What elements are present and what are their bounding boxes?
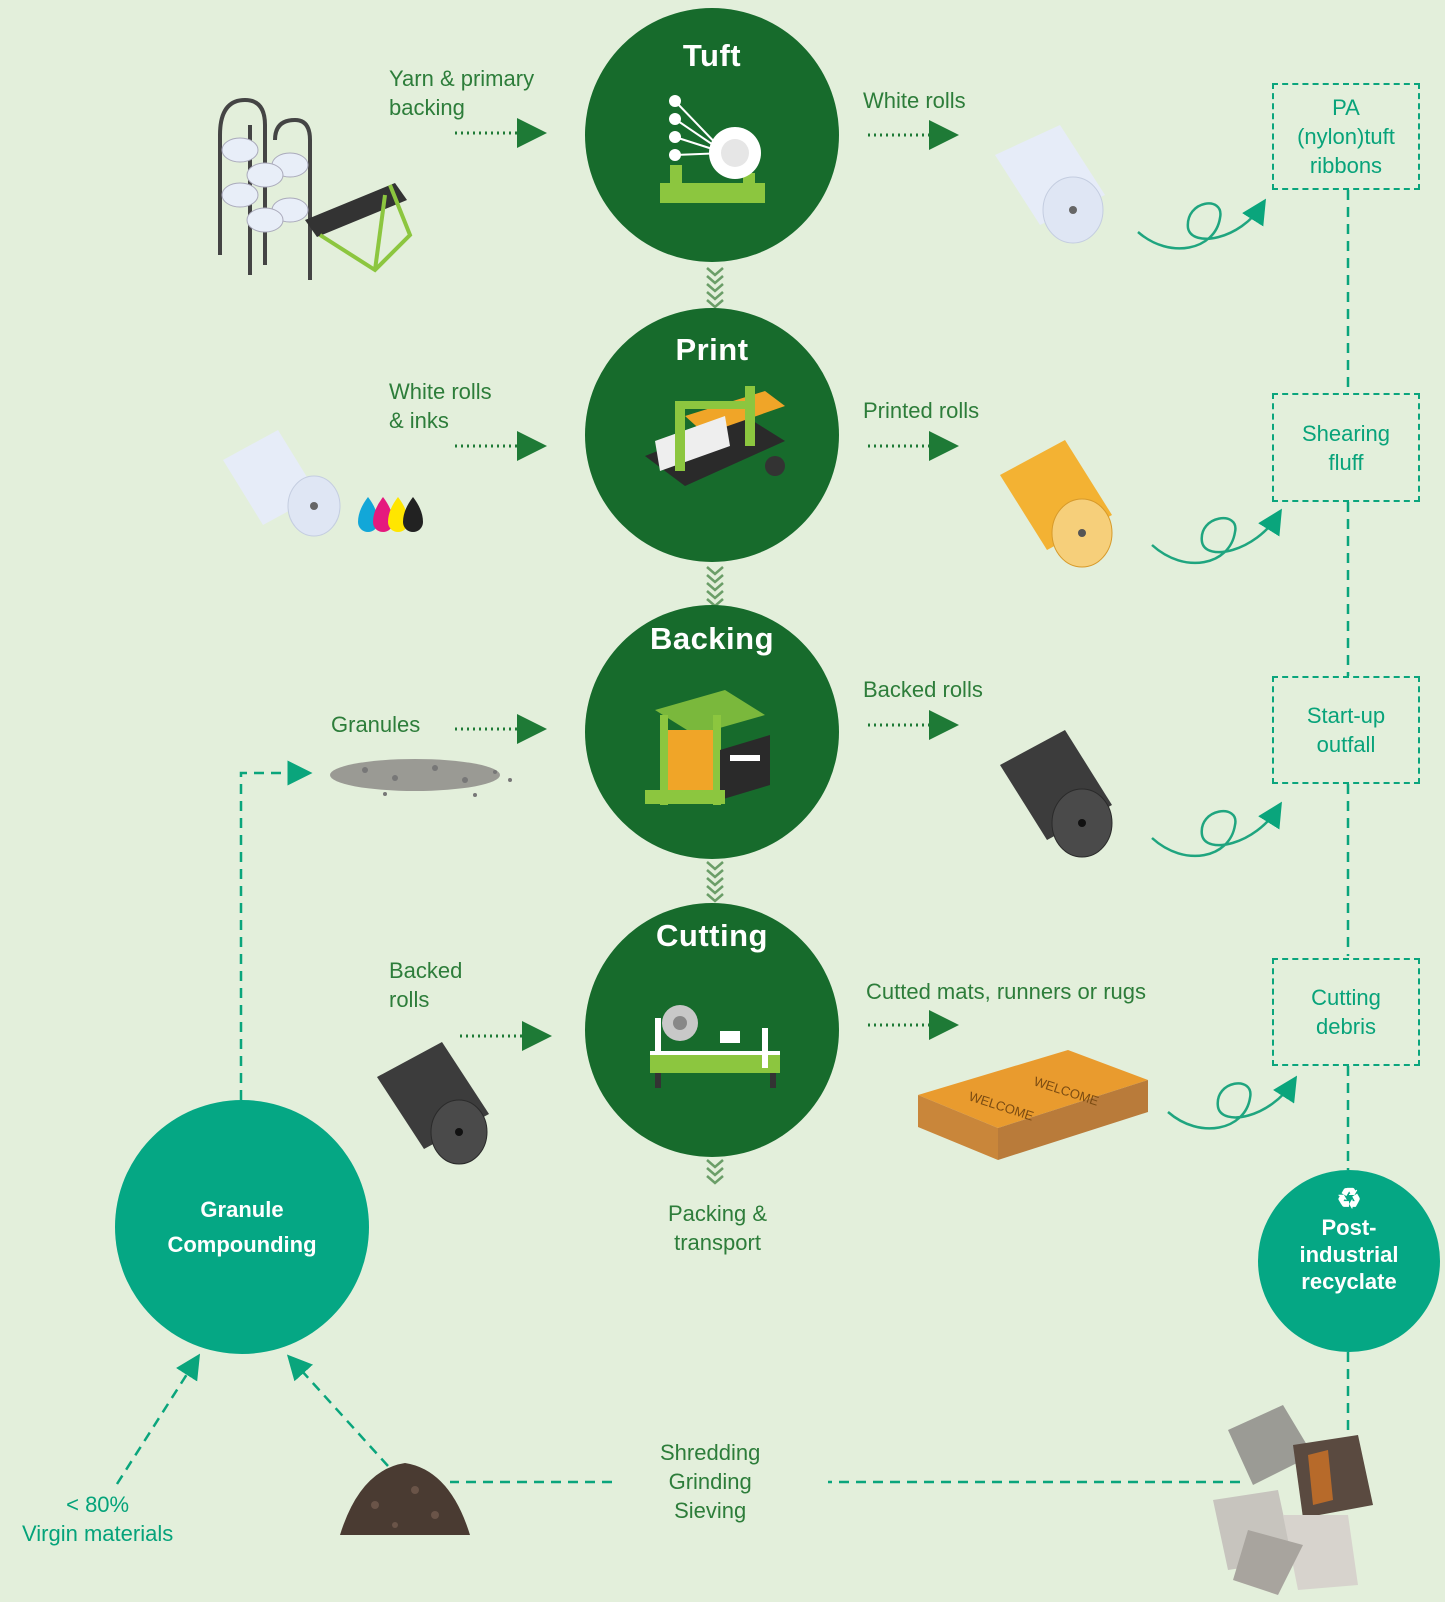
waste-box-tuft-ribbons: PA (nylon)tuft ribbons xyxy=(1272,83,1420,190)
waste-box-shearing-fluff: Shearing fluff xyxy=(1272,393,1420,502)
stage-title: Tuft xyxy=(682,38,742,73)
stage-title: Print xyxy=(675,332,749,367)
packing-transport-label: Packing & transport xyxy=(668,1201,768,1255)
granules-illustration xyxy=(330,759,512,797)
virgin-materials-label: < 80% Virgin materials xyxy=(22,1492,174,1546)
white-roll-inks-illustration xyxy=(223,430,423,537)
stage-backing: Backing xyxy=(585,605,839,859)
printed-roll-illustration xyxy=(1000,440,1113,568)
cutting-input-label: Backed rolls xyxy=(389,958,463,1012)
recycle-icon: ♻ xyxy=(1336,1183,1362,1214)
stage-title: Cutting xyxy=(656,918,768,953)
stage-title: Backing xyxy=(649,621,775,656)
swirl-arrow-1 xyxy=(1137,198,1266,250)
stage-cutting: Cutting xyxy=(585,903,839,1157)
tuft-input-label: Yarn & primary backing xyxy=(389,66,535,120)
stage-tuft: Tuft xyxy=(585,8,839,262)
post-industrial-recyclate-circle: ♻ Post- industrial recyclate xyxy=(1258,1170,1440,1352)
cutting-machine-icon xyxy=(650,1005,780,1088)
white-roll-illustration xyxy=(995,125,1105,244)
tuft-output-label: White rolls xyxy=(863,88,966,113)
backing-output-label: Backed rolls xyxy=(863,677,983,702)
pallet-mats-illustration: WELCOME WELCOME xyxy=(918,1050,1148,1160)
backing-machine-icon xyxy=(645,690,770,805)
cutting-output-label: Cutted mats, runners or rugs xyxy=(866,979,1147,1004)
print-input-label: White rolls & inks xyxy=(389,379,492,433)
printing-machine-icon xyxy=(645,386,785,486)
shredded-material-pile-illustration xyxy=(340,1463,470,1535)
chevrons-down-icon xyxy=(706,267,724,1185)
backed-roll-input-illustration xyxy=(377,1042,489,1165)
print-output-label: Printed rolls xyxy=(863,398,980,423)
backing-input-label: Granules xyxy=(331,712,421,737)
granule-compounding-circle: Granule Compounding xyxy=(115,1100,369,1354)
swirl-arrow-4 xyxy=(1167,1075,1298,1130)
cutting-waste-pile-illustration xyxy=(1213,1405,1373,1595)
swirl-arrow-2 xyxy=(1151,508,1282,565)
processing-label: Shredding Grinding Sieving xyxy=(660,1440,761,1523)
yarn-rack-illustration xyxy=(218,97,413,280)
tufting-machine-icon xyxy=(660,95,765,203)
backed-roll-illustration xyxy=(1000,730,1113,858)
swirl-arrow-3 xyxy=(1151,801,1282,858)
waste-box-cutting-debris: Cutting debris xyxy=(1272,958,1420,1066)
stage-print: Print xyxy=(585,308,839,562)
waste-box-startup-outfall: Start-up outfall xyxy=(1272,676,1420,784)
post-industrial-label: Post- industrial recyclate xyxy=(1299,1215,1399,1294)
